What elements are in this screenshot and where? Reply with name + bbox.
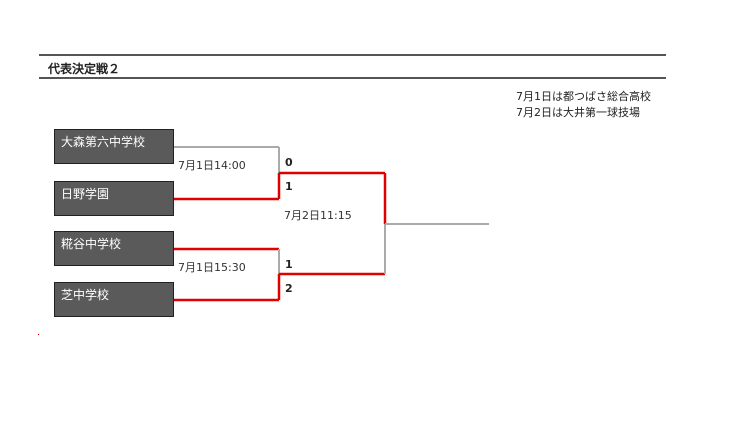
stray-dot bbox=[38, 334, 39, 335]
semi2-score-top: 1 bbox=[285, 258, 293, 271]
semi1-score-bottom: 1 bbox=[285, 180, 293, 193]
semi2-time: 7月1日15:30 bbox=[178, 261, 246, 274]
page-title: 代表決定戦２ bbox=[48, 62, 121, 76]
final-time: 7月2日11:15 bbox=[284, 209, 352, 222]
team-box-1: 大森第六中学校 bbox=[54, 129, 174, 164]
team-box-3: 糀谷中学校 bbox=[54, 231, 174, 266]
semi2-score-bottom: 2 bbox=[285, 282, 293, 295]
venue-notes: 7月1日は都つばさ総合高校 7月2日は大井第一球技場 bbox=[516, 89, 651, 121]
team-box-4: 芝中学校 bbox=[54, 282, 174, 317]
venue-note-day2: 7月2日は大井第一球技場 bbox=[516, 106, 640, 119]
team-box-2: 日野学園 bbox=[54, 181, 174, 216]
semi1-score-top: 0 bbox=[285, 156, 293, 169]
semi1-time: 7月1日14:00 bbox=[178, 159, 246, 172]
title-bar: 代表決定戦２ bbox=[39, 54, 666, 79]
venue-note-day1: 7月1日は都つばさ総合高校 bbox=[516, 90, 651, 103]
